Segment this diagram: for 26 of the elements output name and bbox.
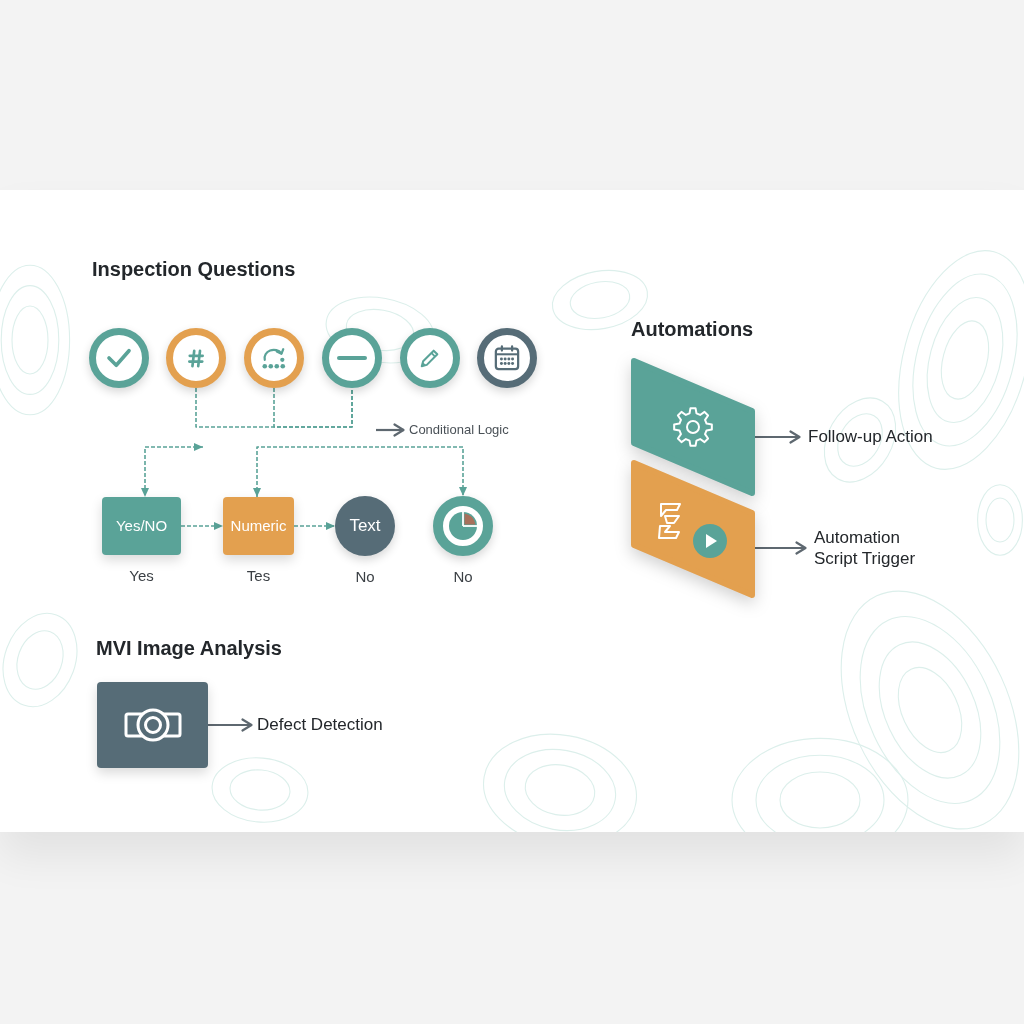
- automation-panel: [631, 358, 755, 496]
- node-label: Yes/NO: [115, 517, 168, 535]
- dashed-arrow: [141, 443, 204, 498]
- arrow: [208, 718, 253, 732]
- caption-text: No: [355, 568, 375, 586]
- node-label: Text: [349, 515, 381, 537]
- image-panel: [97, 682, 208, 768]
- dashed-arrow: [253, 446, 467, 498]
- dashed-arrow: [293, 522, 336, 530]
- section-heading: MVI Image Analysis: [96, 636, 282, 660]
- node-label: Numeric: [230, 517, 287, 535]
- result-label: Automation Script Trigger: [806, 527, 930, 569]
- section-heading: Inspection Questions: [92, 257, 296, 281]
- section-heading: Automations: [631, 317, 754, 341]
- caption-text: Tes: [246, 567, 271, 585]
- automation-panel: [631, 460, 755, 598]
- arrow: [376, 423, 405, 437]
- step-label: Conditional Logic: [404, 421, 509, 439]
- arrow: [755, 541, 807, 555]
- arrow: [755, 430, 801, 444]
- caption-text: No: [453, 568, 473, 586]
- dashed-line: [273, 387, 353, 428]
- result-label: Defect Detection: [252, 713, 383, 737]
- result-label: Follow-up Action: [800, 424, 933, 450]
- caption-text: Yes: [129, 567, 154, 585]
- dashed-arrow: [180, 522, 224, 530]
